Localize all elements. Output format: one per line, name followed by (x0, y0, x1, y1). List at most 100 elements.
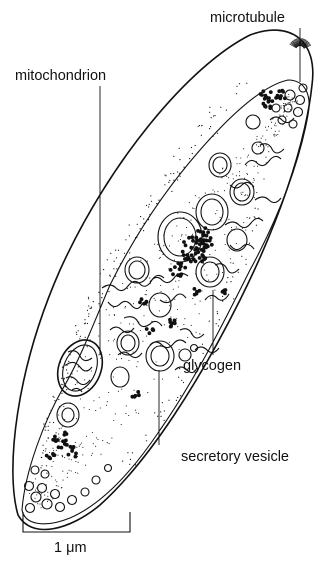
cytoplasm-dot (245, 229, 246, 230)
glycogen-granule (205, 234, 209, 238)
cytoplasm-dot (41, 493, 42, 494)
cytoplasm-dot (275, 123, 276, 124)
cytoplasm-dot (129, 323, 130, 324)
stipple (129, 464, 130, 465)
cytoplasm-dot (85, 356, 86, 357)
stipple (209, 321, 210, 322)
stipple (66, 389, 67, 390)
cytoplasm-dot (216, 274, 217, 275)
cytoplasm-dot (71, 470, 72, 471)
cytoplasm-dot (156, 361, 157, 362)
stipple (160, 416, 161, 417)
cytoplasm-dot (56, 481, 57, 482)
cytoplasm-dot (57, 455, 58, 456)
stipple (56, 432, 57, 433)
stipple (246, 83, 247, 84)
cytoplasm-dot (36, 494, 37, 495)
glycogen-granule (187, 236, 191, 240)
glycogen-granule (173, 321, 177, 325)
glycogen-granule (169, 325, 173, 329)
stipple (178, 377, 179, 378)
glycogen-granule (260, 93, 264, 97)
cytoplasm-dot (236, 157, 237, 158)
glycogen-granule (72, 445, 76, 449)
cytoplasm-dot (61, 487, 62, 488)
stipple (48, 438, 49, 439)
glycogen-granule (193, 248, 197, 252)
cytoplasm-dot (243, 148, 244, 149)
cytoplasm-dot (201, 290, 202, 291)
stipple (88, 316, 89, 317)
stipple (150, 195, 151, 196)
cytoplasm-dot (69, 470, 70, 471)
cytoplasm-dot (128, 415, 129, 416)
cytoplasm-dot (239, 163, 240, 164)
stipple (143, 230, 144, 231)
cytoplasm-dot (230, 262, 231, 263)
glycogen-granule (194, 259, 198, 263)
cytoplasm-dot (229, 249, 230, 250)
cytoplasm-dot (286, 116, 287, 117)
cytoplasm-dot (185, 234, 186, 235)
cytoplasm-dot (51, 476, 52, 477)
cytoplasm-dot (287, 108, 288, 109)
vesicle (230, 179, 254, 205)
cytoplasm-dot (67, 473, 68, 474)
stipple (87, 346, 88, 347)
cytoplasm-dot (76, 418, 77, 419)
stipple (143, 218, 144, 219)
stipple (146, 205, 147, 206)
stipple (87, 323, 88, 324)
vesicle (209, 153, 231, 177)
cytoplasm-dot (208, 280, 209, 281)
cytoplasm-dot (262, 135, 263, 136)
cytoplasm-dot (292, 101, 293, 102)
stipple (246, 264, 247, 265)
cytoplasm-dot (106, 405, 107, 406)
glycogen-granule (183, 266, 187, 270)
cytoplasm-dot (219, 173, 220, 174)
cytoplasm-dot (121, 424, 122, 425)
cytoplasm-dot (39, 504, 40, 505)
cytoplasm-dot (126, 405, 127, 406)
cytoplasm-dot (240, 157, 241, 158)
cytoplasm-dot (113, 420, 114, 421)
vesicle (117, 331, 139, 355)
cytoplasm-dot (108, 392, 109, 393)
glycogen-granule (198, 256, 202, 260)
cytoplasm-dot (170, 263, 171, 264)
stipple (239, 83, 240, 84)
glycogen-granule (48, 457, 52, 461)
glycogen-granule (267, 100, 271, 104)
cytoplasm-dot (98, 354, 99, 355)
cytoplasm-dot (178, 240, 179, 241)
stipple (45, 430, 46, 431)
cytoplasm-dot (169, 245, 170, 246)
cytoplasm-dot (113, 307, 114, 308)
cytoplasm-dot (225, 244, 226, 245)
cytoplasm-dot (143, 315, 144, 316)
stipple (213, 115, 214, 116)
cytoplasm-dot (72, 373, 73, 374)
glycogen-granule (183, 257, 187, 261)
cytoplasm-dot (76, 447, 77, 448)
cytoplasm-dot (61, 428, 62, 429)
stipple (53, 396, 54, 397)
glycogen-granule (204, 246, 208, 250)
stipple (164, 410, 165, 411)
glycogen-granule (264, 105, 268, 109)
cytoplasm-dot (275, 125, 276, 126)
cytoplasm-dot (164, 324, 165, 325)
cytoplasm-dot (212, 189, 213, 190)
cytoplasm-dot (228, 177, 229, 178)
cytoplasm-dot (77, 371, 78, 372)
cytoplasm-dot (134, 390, 135, 391)
cytoplasm-dot (82, 454, 83, 455)
cytoplasm-dot (120, 322, 121, 323)
glycogen-granule (179, 264, 183, 268)
stipple (164, 420, 165, 421)
cytoplasm-dot (85, 465, 86, 466)
glycogen-granule (70, 449, 74, 453)
cytoplasm-dot (181, 234, 182, 235)
cytoplasm-dot (109, 354, 110, 355)
